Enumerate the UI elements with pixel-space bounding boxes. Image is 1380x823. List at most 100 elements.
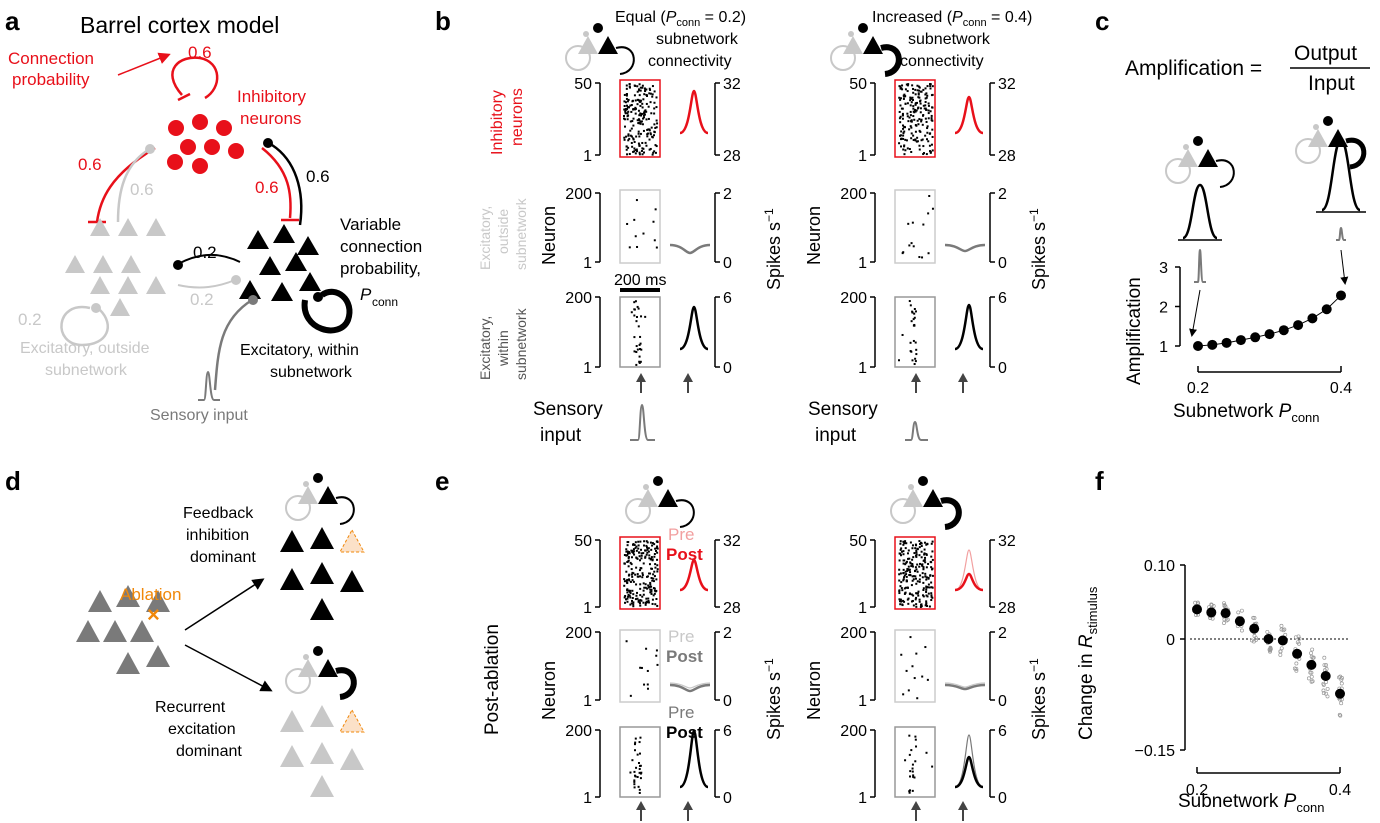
spike-dot <box>920 603 923 606</box>
spike-dot <box>930 592 933 595</box>
spike-dot <box>640 557 643 560</box>
svg-text:dominant: dominant <box>176 743 242 760</box>
spike-dot <box>902 562 905 565</box>
spike-dot <box>926 85 929 88</box>
spike-dot <box>930 555 933 558</box>
spike-dot <box>623 580 626 583</box>
spike-dot <box>909 304 912 307</box>
spike-dot <box>919 130 922 133</box>
spike-dot <box>930 542 933 545</box>
spike-dot <box>914 554 917 557</box>
f-trial-point <box>1265 629 1270 634</box>
spike-dot <box>912 115 915 118</box>
spike-dot <box>624 125 627 128</box>
spike-dot <box>634 300 637 303</box>
spike-dot <box>910 593 913 596</box>
spike-dot <box>632 551 635 554</box>
spike-dot <box>627 133 630 136</box>
tick-label: 50 <box>574 76 592 93</box>
stimulus-arrow-head <box>958 373 968 382</box>
spike-dot <box>916 563 919 566</box>
svg-text:subnetwork: subnetwork <box>513 197 529 270</box>
spike-dot <box>648 92 651 95</box>
spike-dot <box>652 580 655 583</box>
spike-dot <box>905 573 908 576</box>
spike-dot <box>628 246 631 249</box>
spike-dot <box>656 604 659 607</box>
spike-dot <box>641 84 644 87</box>
spike-dot <box>917 123 920 126</box>
spike-dot <box>918 546 921 549</box>
spike-dot <box>628 551 631 554</box>
svg-text:0.2: 0.2 <box>190 290 214 309</box>
spike-dot <box>931 558 934 561</box>
spike-dot <box>655 145 658 148</box>
spike-dot <box>901 117 904 120</box>
spike-dot <box>903 95 906 98</box>
spike-dot <box>629 589 632 592</box>
spike-dot <box>921 594 924 597</box>
spike-dot <box>633 141 636 144</box>
spike-dot <box>645 544 648 547</box>
spike-dot <box>638 100 641 103</box>
spike-dot <box>925 603 928 606</box>
spike-dot <box>907 602 910 605</box>
spike-dot <box>908 789 911 792</box>
spike-dot <box>918 540 921 543</box>
spike-dot <box>918 118 921 121</box>
rate-trace <box>669 243 711 255</box>
spike-dot <box>637 761 640 764</box>
spike-dot <box>639 335 642 338</box>
excitatory-outside-cluster <box>65 218 166 316</box>
raster-frame <box>619 79 661 158</box>
spike-dot <box>905 575 908 578</box>
rate-trace <box>669 682 711 689</box>
spike-dot <box>633 543 636 546</box>
spike-dot <box>643 93 646 96</box>
spike-dot <box>637 118 640 121</box>
row-label-in: Excitatory, <box>477 316 493 380</box>
spike-dot <box>921 576 924 579</box>
spike-dot <box>901 114 904 117</box>
spike-dot <box>911 547 914 550</box>
spike-dot <box>630 549 633 552</box>
spike-dot <box>625 148 628 151</box>
tick-label: 1 <box>858 790 867 807</box>
spike-dot <box>905 542 908 545</box>
spike-dot <box>626 118 629 121</box>
spike-dot <box>906 568 909 571</box>
spike-dot <box>636 573 639 576</box>
spike-dot <box>925 92 928 95</box>
spike-dot <box>925 576 928 579</box>
spike-dot <box>918 580 921 583</box>
rate-trace <box>669 683 711 693</box>
spike-dot <box>931 128 934 131</box>
spike-dot <box>653 123 656 126</box>
spike-dot <box>638 555 641 558</box>
svg-text:Output: Output <box>1294 42 1357 65</box>
spike-dot <box>926 125 929 128</box>
spike-dot <box>930 599 933 602</box>
spike-dot <box>899 121 902 124</box>
tick-label: 200 <box>840 290 867 307</box>
spike-dot <box>898 110 901 113</box>
svg-text:subnetwork: subnetwork <box>908 31 991 48</box>
spike-dot <box>623 100 626 103</box>
spike-dot <box>634 108 637 111</box>
spike-dot <box>649 133 652 136</box>
spike-dot <box>911 311 914 314</box>
spike-dot <box>925 594 928 597</box>
spike-dot <box>625 548 628 551</box>
spike-dot <box>902 571 905 574</box>
spike-dot <box>898 85 901 88</box>
panel-e: Post-ablation Neuron Neuron Spikes s−1 S… <box>482 525 1049 742</box>
spike-dot <box>912 105 915 108</box>
spike-dot <box>913 363 916 366</box>
spike-dot <box>627 552 630 555</box>
spike-dot <box>649 147 652 150</box>
f-trial-point <box>1236 610 1241 615</box>
spike-dot <box>914 598 917 601</box>
spike-dot <box>651 579 654 582</box>
spike-dot <box>902 693 905 696</box>
spike-dot <box>633 301 636 304</box>
